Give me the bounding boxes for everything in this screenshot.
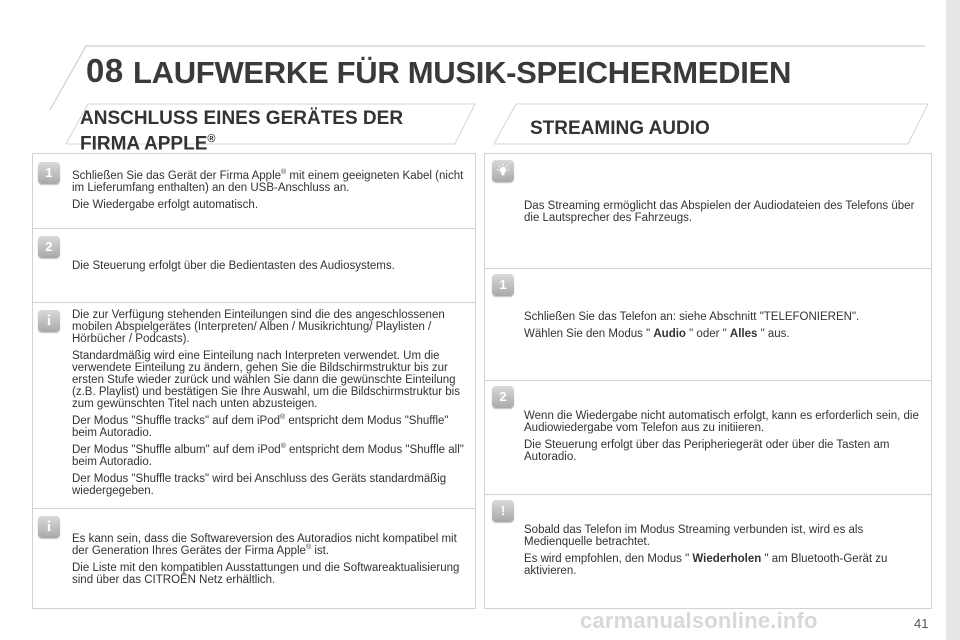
left-title-line1: ANSCHLUSS EINES GERÄTES DER <box>80 108 404 129</box>
chapter-title: LAUFWERKE FÜR MUSIK-SPEICHERMEDIEN <box>133 55 792 90</box>
right-block-4-text: Sobald das Telefon im Modus Streaming ve… <box>524 524 888 577</box>
right-block-1-text: Das Streaming ermöglicht das Abspielen d… <box>524 200 915 224</box>
right-block-3-text: Wenn die Wiedergabe nicht automatisch er… <box>524 410 919 463</box>
row-divider <box>33 302 475 303</box>
info-icon: i <box>38 516 60 538</box>
header-decoration <box>49 45 925 111</box>
left-block-2-text: Die Steuerung erfolgt über die Bedientas… <box>72 260 395 272</box>
left-panel <box>32 153 476 609</box>
left-block-1-text: Schließen Sie das Gerät der Firma Apple®… <box>72 169 464 211</box>
row-divider <box>485 268 931 269</box>
step-1-badge: 1 <box>38 162 60 184</box>
left-block-4-text: Es kann sein, dass die Softwareversion d… <box>72 533 460 586</box>
left-title-line2: FIRMA APPLE <box>80 133 208 155</box>
left-title-registered: ® <box>207 133 216 145</box>
row-divider <box>33 228 475 229</box>
right-heading-decoration <box>493 103 929 145</box>
left-section-title: ANSCHLUSS EINES GERÄTES DER FIRMA APPLE® <box>80 108 403 154</box>
step-1-badge: 1 <box>492 274 514 296</box>
warning-icon: ! <box>492 500 514 522</box>
page-number: 41 <box>914 616 929 631</box>
row-divider <box>485 494 931 495</box>
right-section-title: STREAMING AUDIO <box>530 118 710 139</box>
row-divider <box>33 508 475 509</box>
chapter-number: 08 <box>86 52 124 89</box>
watermark: carmanualsonline.info <box>580 608 818 633</box>
lightbulb-icon <box>492 160 514 182</box>
row-divider <box>485 380 931 381</box>
left-heading-decoration <box>65 103 476 145</box>
step-2-badge: 2 <box>38 236 60 258</box>
info-icon: i <box>38 310 60 332</box>
page-edge-strip <box>946 0 960 640</box>
step-2-badge: 2 <box>492 386 514 408</box>
right-panel <box>484 153 932 609</box>
left-block-3-text: Die zur Verfügung stehenden Einteilungen… <box>72 309 464 497</box>
right-block-2-text: Schließen Sie das Telefon an: siehe Absc… <box>524 311 860 340</box>
